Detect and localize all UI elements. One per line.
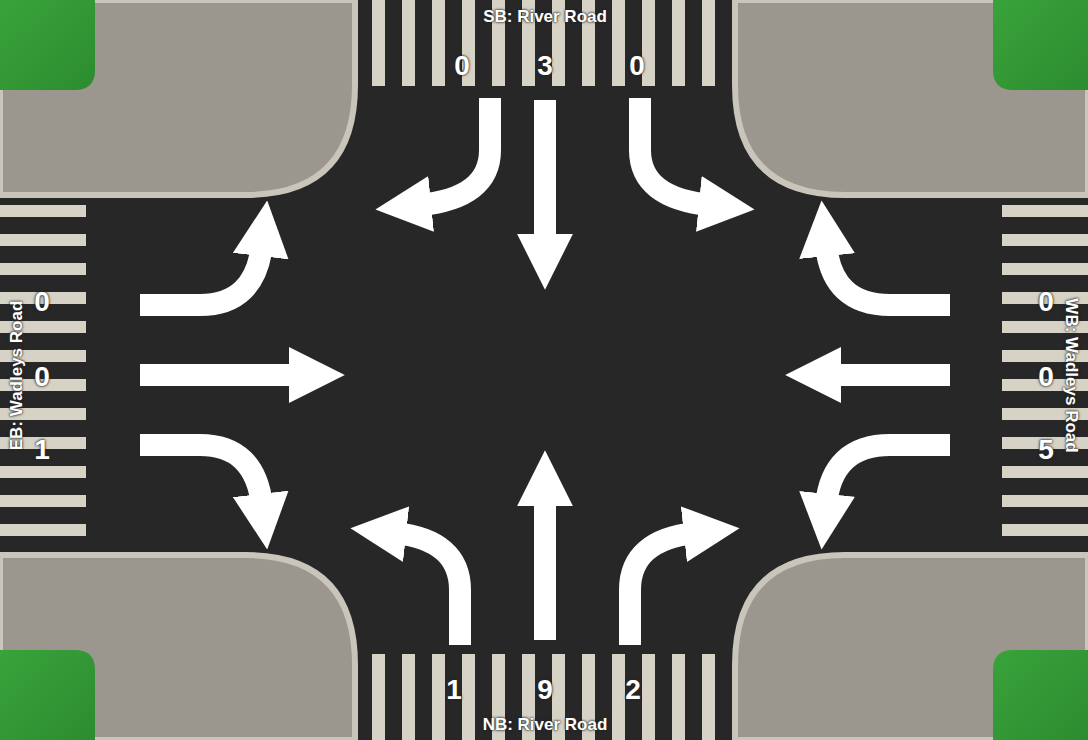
- crosswalk-stripe: [1002, 234, 1088, 246]
- crosswalk-stripe: [702, 0, 715, 86]
- crosswalk-stripe: [672, 0, 685, 86]
- crosswalk-stripe: [402, 654, 415, 740]
- grass: [0, 650, 95, 740]
- count-number: 2: [625, 676, 641, 704]
- road-name: WB: Wadleys Road: [1063, 298, 1080, 452]
- through-arrow: [830, 364, 950, 386]
- count-number: 0: [1038, 288, 1054, 316]
- road-name: NB: River Road: [483, 716, 608, 733]
- turn-arrow: [395, 533, 460, 645]
- sidewalk: [735, 555, 1088, 740]
- through-arrow: [534, 100, 556, 245]
- turn-arrow: [630, 533, 695, 645]
- crosswalk-stripe: [612, 654, 625, 740]
- count-number: 0: [34, 288, 50, 316]
- count-number: 0: [454, 52, 470, 80]
- crosswalk-stripe: [1002, 495, 1088, 507]
- crosswalk-stripe: [672, 654, 685, 740]
- crosswalk-stripe: [702, 654, 715, 740]
- count-number: 0: [629, 52, 645, 80]
- crosswalk-stripe: [1002, 205, 1088, 217]
- crosswalk-stripe: [0, 263, 86, 275]
- turn-arrow: [420, 98, 490, 205]
- crosswalk-stripe: [0, 524, 86, 536]
- crosswalk-stripe: [0, 495, 86, 507]
- road-name: EB: Wadleys Road: [9, 300, 26, 450]
- grass: [0, 0, 95, 90]
- count-number: 3: [537, 52, 553, 80]
- crosswalk-stripe: [642, 654, 655, 740]
- turn-arrow: [826, 445, 950, 505]
- sidewalk: [0, 555, 355, 740]
- crosswalk-stripe: [462, 654, 475, 740]
- count-number: 1: [446, 676, 462, 704]
- crosswalk-stripe: [612, 0, 625, 86]
- sidewalk: [0, 0, 355, 195]
- crosswalk-stripe: [0, 234, 86, 246]
- crosswalk-stripe: [1002, 466, 1088, 478]
- turn-arrow: [826, 245, 950, 305]
- through-arrow: [534, 495, 556, 640]
- crosswalk-stripe: [432, 654, 445, 740]
- crosswalk-stripe: [0, 205, 86, 217]
- grass: [993, 0, 1088, 90]
- turn-arrow: [140, 445, 262, 505]
- road-name: SB: River Road: [483, 8, 607, 25]
- crosswalk-stripe: [432, 0, 445, 86]
- count-number: 0: [34, 363, 50, 391]
- crosswalk-stripe: [372, 0, 385, 86]
- count-number: 5: [1038, 436, 1054, 464]
- sidewalk: [735, 0, 1088, 195]
- crosswalk-stripe: [372, 654, 385, 740]
- count-number: 1: [34, 436, 50, 464]
- crosswalk-stripe: [1002, 524, 1088, 536]
- through-arrow: [140, 364, 300, 386]
- crosswalk-stripe: [402, 0, 415, 86]
- count-number: 9: [537, 676, 553, 704]
- crosswalk-stripe: [1002, 263, 1088, 275]
- lane-arrows: [140, 98, 950, 645]
- grass: [993, 650, 1088, 740]
- count-number: 0: [1038, 363, 1054, 391]
- crosswalk-stripe: [0, 466, 86, 478]
- turn-arrow: [640, 98, 710, 205]
- turn-arrow: [140, 245, 262, 305]
